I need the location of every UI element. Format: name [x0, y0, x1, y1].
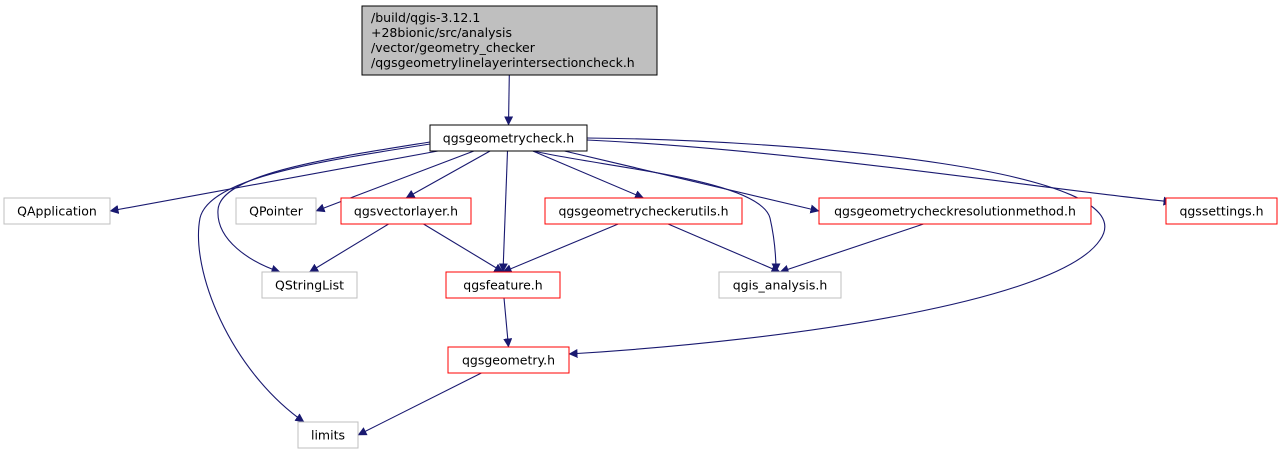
edge-geometrycheck-to-feature: [498, 150, 509, 273]
node-qgsgeometry[interactable]: qgsgeometry.h: [447, 346, 570, 374]
edge-geometrycheck-to-limits: [198, 143, 431, 423]
node-qgsfeature-label: qgsfeature.h: [463, 278, 542, 293]
node-qpointer[interactable]: QPointer: [235, 197, 317, 225]
node-qstringlist-label: QStringList: [275, 278, 344, 293]
node-qapplication[interactable]: QApplication: [3, 197, 111, 225]
node-qgis-analysis[interactable]: qgis_analysis.h: [718, 271, 842, 299]
node-qgsgeometrycheckerutils[interactable]: qgsgeometrycheckerutils.h: [544, 197, 743, 225]
edge-geometrycheck-to-analysis: [532, 150, 781, 273]
edge-geometrycheck-to-checkerutils: [532, 150, 644, 199]
node-limits-label: limits: [311, 428, 345, 443]
edge-checkerutils-to-analysis: [667, 223, 781, 273]
edge-geometrycheck-to-resolution: [564, 150, 820, 214]
node-qapplication-box: [3, 197, 111, 225]
node-root-header[interactable]: /build/qgis-3.12.1+28bionic/src/analysis…: [361, 5, 658, 76]
edge-geometry-to-limits: [357, 372, 482, 436]
edge-checkerutils-to-feature: [502, 223, 619, 273]
node-qgsgeometrycheckresolutionmethod-box: [818, 197, 1092, 225]
node-qgsgeometrycheckresolutionmethod[interactable]: qgsgeometrycheckresolutionmethod.h: [818, 197, 1092, 225]
node-qgis-analysis-box: [718, 271, 842, 299]
node-qgsgeometrycheckerutils-label: qgsgeometrycheckerutils.h: [558, 204, 728, 219]
node-qgssettings-box: [1165, 197, 1278, 225]
edge-root-to-geometrycheck: [504, 74, 514, 126]
node-qgsgeometry-label: qgsgeometry.h: [462, 353, 555, 368]
node-qgsgeometrycheck-label: qgsgeometrycheck.h: [443, 131, 574, 146]
edge-vectorlayer-to-feature: [423, 223, 504, 273]
node-qgsfeature[interactable]: qgsfeature.h: [445, 271, 561, 299]
node-qgsgeometrycheckerutils-box: [544, 197, 743, 225]
node-limits-box: [297, 421, 359, 449]
node-qgsvectorlayer-label: qgsvectorlayer.h: [354, 204, 458, 219]
node-qgis-analysis-label: qgis_analysis.h: [733, 278, 828, 293]
node-qgsfeature-box: [445, 271, 561, 299]
node-qgsvectorlayer-box: [340, 197, 472, 225]
node-qpointer-label: QPointer: [249, 204, 304, 219]
node-root-header-label: +28bionic/src/analysis: [371, 25, 512, 40]
node-qstringlist-box: [261, 271, 358, 299]
node-qapplication-label: QApplication: [17, 204, 97, 219]
node-qgsgeometrycheck-box: [429, 124, 588, 152]
edge-feature-to-geometry: [503, 297, 513, 348]
edge-resolution-to-analysis: [779, 223, 924, 274]
node-root-header-label: /qgsgeometrylinelayerintersectioncheck.h: [371, 55, 635, 70]
node-qstringlist[interactable]: QStringList: [261, 271, 358, 299]
edge-geometrycheck-to-stringlist: [217, 141, 431, 274]
node-qgsvectorlayer[interactable]: qgsvectorlayer.h: [340, 197, 472, 225]
node-qgssettings-label: qgssettings.h: [1179, 204, 1263, 219]
edges-layer: [109, 74, 1173, 436]
nodes-layer: /build/qgis-3.12.1+28bionic/src/analysis…: [3, 5, 1278, 449]
node-qpointer-box: [235, 197, 317, 225]
node-qgsgeometry-box: [447, 346, 570, 374]
edge-vectorlayer-to-stringlist: [309, 223, 389, 273]
node-root-header-label: /build/qgis-3.12.1: [371, 10, 480, 25]
edge-geometrycheck-to-settings: [586, 139, 1173, 206]
node-limits[interactable]: limits: [297, 421, 359, 449]
node-qgssettings[interactable]: qgssettings.h: [1165, 197, 1278, 225]
edge-geometrycheck-to-geometry: [568, 137, 1106, 358]
edge-geometrycheck-to-qapplication: [109, 150, 439, 214]
node-root-header-box: [361, 5, 658, 76]
node-qgsgeometrycheckresolutionmethod-label: qgsgeometrycheckresolutionmethod.h: [834, 204, 1076, 219]
edge-geometrycheck-to-vectorlayer: [405, 150, 491, 199]
node-qgsgeometrycheck[interactable]: qgsgeometrycheck.h: [429, 124, 588, 152]
node-root-header-label: /vector/geometry_checker: [371, 40, 536, 55]
